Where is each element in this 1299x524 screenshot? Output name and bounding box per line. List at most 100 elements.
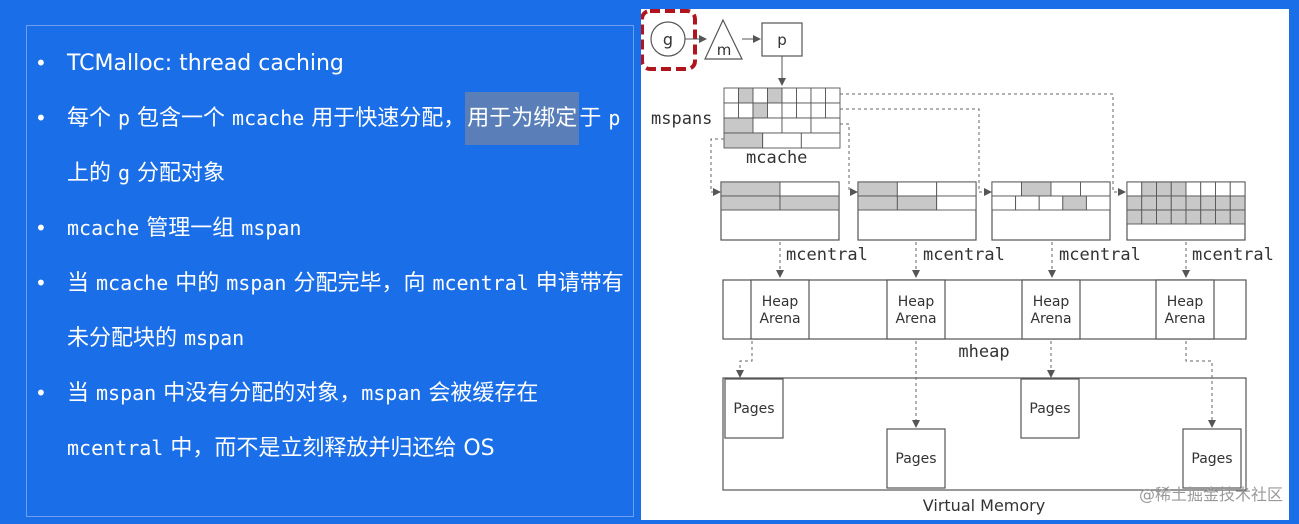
heap-arena-label: Arena	[759, 311, 800, 327]
heap-arena-box	[1155, 279, 1215, 340]
mcentral-cell	[1126, 195, 1143, 211]
bullet-text: 当	[67, 271, 96, 296]
mcache-cell	[810, 117, 841, 134]
bullet-text: 当	[67, 381, 96, 406]
bullet-text: 申请带有未分配块的	[67, 271, 624, 351]
pages-box	[886, 428, 946, 489]
bullet-dot: •	[35, 271, 47, 295]
mcentral-cell	[1038, 195, 1064, 211]
mcache-cell	[752, 102, 768, 119]
bullet-item: •每个 p 包含一个 mcache 用于快速分配，用于为绑定于 p 上的 g 分…	[35, 91, 635, 201]
bullet-text: mcache	[232, 106, 305, 130]
mcentral-cell	[1229, 181, 1246, 197]
bullet-text: 中的	[168, 271, 227, 296]
m-node	[704, 18, 743, 60]
mcentral-cell	[720, 181, 781, 197]
bullet-text: p	[118, 106, 131, 130]
bullet-text: p	[608, 106, 621, 130]
bullet-text: mspan	[241, 216, 302, 240]
mcache-cell	[723, 87, 739, 104]
heap-arena-box	[886, 279, 946, 340]
bullet-text: 每个	[67, 106, 118, 131]
bullet-dot: •	[35, 106, 47, 130]
bullet-text: 中没有分配的对象，	[156, 381, 362, 406]
mcentral-cell	[1126, 209, 1143, 225]
mcentral-cell	[1141, 195, 1157, 211]
mcache-cell	[781, 87, 797, 104]
mcache-cell	[767, 102, 783, 119]
bullet-text: mcentral	[432, 271, 529, 295]
mcentral-cell	[1200, 209, 1216, 225]
virtual-memory-label: Virtual Memory	[923, 496, 1045, 515]
mcentral-cell	[1080, 181, 1111, 197]
mcentral-cell	[1015, 195, 1040, 211]
mheap-label: mheap	[958, 342, 1009, 362]
mcentral-label: mcentral	[786, 245, 868, 265]
mcentral-cell	[720, 195, 781, 211]
mcentral-cell	[1170, 209, 1187, 225]
bullet-text: mcache	[67, 216, 140, 240]
mcentral-group: mcentral mcentral mcentral mcentral	[720, 181, 1274, 278]
mcentral-cell	[1050, 181, 1081, 197]
bullet-item: • 当 mcache 中的 mspan 分配完毕，向 mcentral 申请带有未…	[35, 256, 635, 366]
mcache-cell	[767, 87, 783, 104]
bullet-text: mcentral	[67, 436, 164, 460]
mcentral-cell	[779, 181, 840, 197]
mcache-cell	[752, 87, 768, 104]
mcache-cell	[752, 117, 783, 134]
mcentral-cell	[1215, 195, 1231, 211]
bullet-text: 会被缓存在	[421, 381, 539, 406]
mcentral-cell	[936, 181, 977, 197]
pages-box	[724, 378, 784, 439]
bullet-item: •当 mspan 中没有分配的对象，mspan 会被缓存在 mcentral 中…	[35, 366, 635, 476]
pages-label: Pages	[733, 401, 774, 417]
mcentral-cell	[1126, 181, 1143, 197]
mcentral-cell	[1200, 195, 1216, 211]
pages-arrow	[736, 341, 753, 378]
pages-label: Pages	[895, 451, 936, 467]
bullet-dot: •	[35, 216, 47, 240]
mcentral-cell	[1215, 209, 1231, 225]
mcache-cell	[723, 132, 764, 149]
bullet-text: 用于快速分配，	[304, 106, 466, 131]
bullet-dot: •	[35, 381, 47, 405]
bullet-text: g	[118, 161, 131, 185]
mcache-cell	[800, 132, 841, 149]
mcentral-cell	[857, 181, 898, 197]
heap-arena-label: Arena	[895, 311, 936, 327]
mcentral-label: mcentral	[1059, 245, 1141, 265]
bullet-text: 上的	[67, 161, 118, 186]
mcache-grid	[723, 87, 841, 149]
mcentral-label: mcentral	[1192, 245, 1274, 265]
m-label: m	[717, 41, 732, 59]
bullet-text: 于	[579, 106, 609, 131]
mcentral-cell	[1085, 195, 1111, 211]
mcentral-cell	[896, 181, 938, 197]
bullet-text: 分配对象	[130, 161, 226, 186]
pages-arrow	[1185, 341, 1216, 428]
heap-arena-box	[1021, 279, 1081, 340]
bullet-list: •TCMalloc: thread caching•每个 p 包含一个 mcac…	[35, 36, 635, 476]
p-node	[761, 22, 803, 57]
bullet-dot: •	[35, 51, 47, 75]
mcentral-cell	[1141, 209, 1157, 225]
mcache-cell	[810, 102, 826, 119]
mcentral-cell	[1021, 181, 1052, 197]
pages-box	[1020, 378, 1080, 439]
watermark: @稀土掘金技术社区	[1139, 485, 1283, 504]
heap-arena-label: Arena	[1030, 311, 1071, 327]
g-highlight-box	[640, 9, 697, 71]
bullet-text: TCMalloc: thread caching	[67, 51, 344, 76]
bullet-text: 分配完毕，向	[286, 271, 433, 296]
mcentral-cell	[1170, 195, 1187, 211]
mcache-cell	[723, 117, 754, 134]
mcentral-label: mcentral	[923, 245, 1005, 265]
bullet-text: mspan	[226, 271, 287, 295]
bullet-text: mcache	[96, 271, 169, 295]
heap-arena-label: Heap	[762, 294, 799, 310]
bullet-text: 管理一组	[139, 216, 242, 241]
pages-label: Pages	[1191, 451, 1232, 467]
g-label: g	[663, 30, 673, 49]
